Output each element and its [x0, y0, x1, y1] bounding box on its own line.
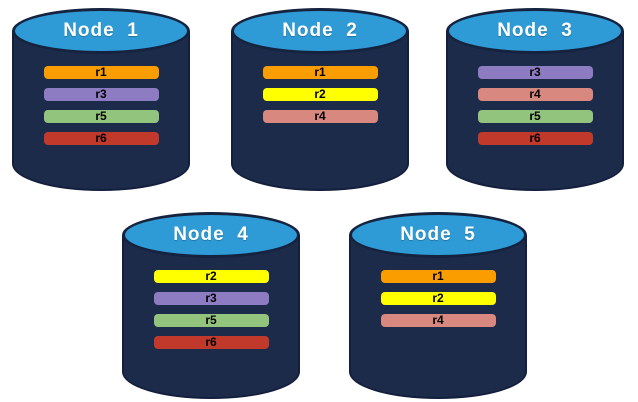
replica-bar: r2	[262, 88, 378, 101]
node-1-cylinder: r1 r3 r5 r6 Node 1	[12, 8, 190, 191]
replica-bar: r6	[43, 132, 159, 145]
node-1-label: Node 1	[63, 20, 139, 41]
node-2-label: Node 2	[282, 20, 358, 41]
node-3-label: Node 3	[497, 20, 573, 41]
node-4-replica-list: r2 r3 r5 r6	[122, 270, 300, 349]
replica-bar: r4	[262, 110, 378, 123]
node-4-cylinder: r2 r3 r5 r6 Node 4	[122, 212, 300, 399]
replica-bar: r2	[153, 270, 269, 283]
replica-bar: r1	[380, 270, 496, 283]
replica-bar: r5	[477, 110, 593, 123]
node-1-cylinder-top: Node 1	[12, 8, 190, 54]
node-2-cylinder-top: Node 2	[231, 8, 409, 54]
replica-bar: r3	[43, 88, 159, 101]
replica-bar: r3	[477, 66, 593, 79]
node-2-cylinder: r1 r2 r4 Node 2	[231, 8, 409, 191]
replica-bar: r5	[153, 314, 269, 327]
node-4-cylinder-top: Node 4	[122, 212, 300, 258]
node-3-cylinder-top: Node 3	[446, 8, 624, 54]
node-3-cylinder: r3 r4 r5 r6 Node 3	[446, 8, 624, 191]
node-4-label: Node 4	[173, 224, 249, 245]
replica-bar: r2	[380, 292, 496, 305]
replica-bar: r6	[153, 336, 269, 349]
node-5-cylinder: r1 r2 r4 Node 5	[349, 212, 527, 399]
replica-bar: r6	[477, 132, 593, 145]
node-5-label: Node 5	[400, 224, 476, 245]
node-5-replica-list: r1 r2 r4	[349, 270, 527, 327]
node-2-replica-list: r1 r2 r4	[231, 66, 409, 123]
node-5-cylinder-top: Node 5	[349, 212, 527, 258]
replica-bar: r4	[380, 314, 496, 327]
replica-bar: r5	[43, 110, 159, 123]
node-3-replica-list: r3 r4 r5 r6	[446, 66, 624, 145]
replica-bar: r1	[262, 66, 378, 79]
replica-bar: r4	[477, 88, 593, 101]
replica-bar: r1	[43, 66, 159, 79]
node-1-replica-list: r1 r3 r5 r6	[12, 66, 190, 145]
replica-bar: r3	[153, 292, 269, 305]
